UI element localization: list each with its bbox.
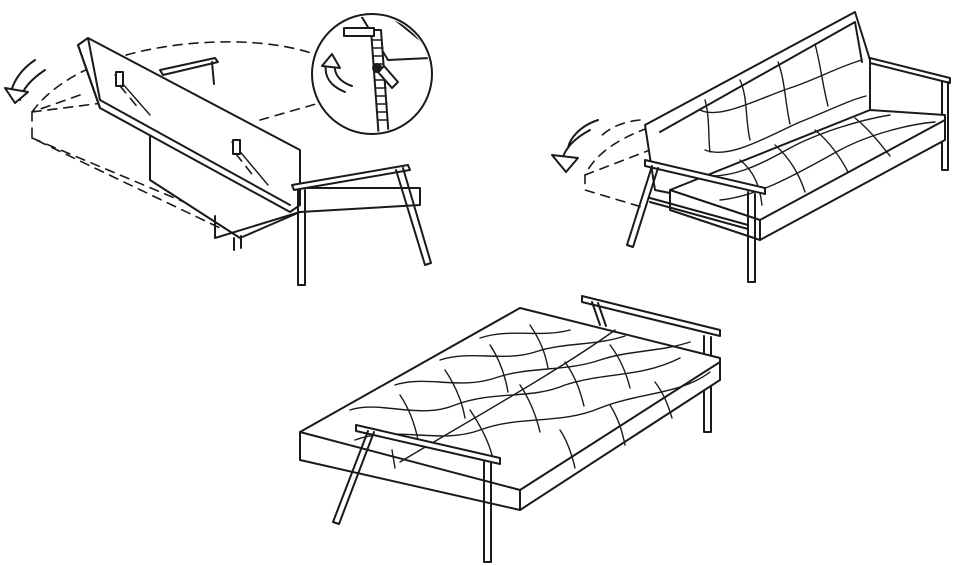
rotate-arrow-icon [551, 119, 599, 173]
armrest-back [159, 57, 219, 76]
armrest-front [291, 164, 411, 191]
front-leg-1 [297, 189, 306, 286]
front-leg-1 [332, 430, 375, 525]
front-leg-2 [747, 191, 756, 283]
front-leg-2 [483, 461, 492, 563]
step-3-sofa-bed [299, 295, 721, 563]
front-leg-1 [626, 165, 659, 248]
armrest-front [355, 424, 501, 465]
seat-cushion [669, 109, 946, 241]
hinge-left [115, 71, 124, 87]
seat-leg [233, 235, 242, 251]
front-leg-2 [395, 167, 432, 266]
rotate-arrow-icon [321, 53, 353, 93]
armrest-back [869, 57, 951, 84]
detail-callout [311, 13, 433, 135]
hinge-mechanism-icon [343, 27, 399, 132]
seat-base [149, 104, 421, 239]
armrest-back [581, 295, 721, 337]
hinge-right [232, 139, 241, 155]
callout-circle [311, 13, 433, 135]
mattress-top [299, 307, 721, 511]
step-1-sofa-reclining [4, 37, 432, 286]
fold-path-dashed [584, 127, 649, 209]
rotate-arrow-icon [4, 59, 46, 104]
armrest-front [644, 159, 766, 195]
step-2-sofa-upright [551, 11, 951, 283]
